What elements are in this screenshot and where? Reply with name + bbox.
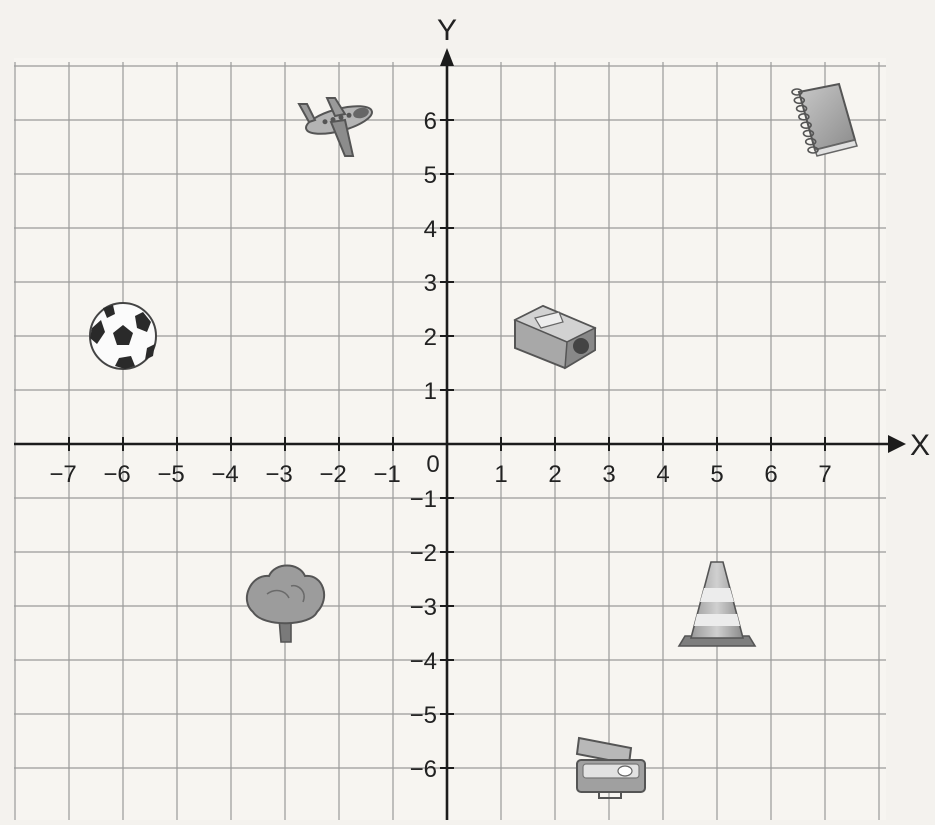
x-tick-label: 6 — [764, 461, 777, 488]
y-tick-label: 5 — [424, 162, 437, 189]
plot-background — [14, 58, 886, 820]
x-tick-label: −2 — [319, 461, 346, 488]
x-tick-label: −4 — [211, 461, 238, 488]
x-tick-label: −3 — [265, 461, 292, 488]
y-tick-label: 3 — [424, 270, 437, 297]
y-tick-label: −3 — [410, 594, 437, 621]
y-tick-label: 6 — [424, 108, 437, 135]
x-tick-label: −1 — [373, 461, 400, 488]
y-tick-label: −1 — [410, 486, 437, 513]
x-tick-label: 1 — [494, 461, 507, 488]
x-axis-label: X — [910, 429, 930, 462]
x-tick-label: 2 — [548, 461, 561, 488]
y-tick-label: −2 — [410, 540, 437, 567]
x-tick-label: −6 — [103, 461, 130, 488]
y-tick-label: 1 — [424, 378, 437, 405]
x-tick-label: 4 — [656, 461, 669, 488]
y-tick-label: 4 — [424, 216, 437, 243]
y-tick-label: −5 — [410, 702, 437, 729]
soccer-ball-icon — [90, 303, 156, 369]
y-axis-arrow — [440, 48, 454, 66]
x-tick-label: −5 — [157, 461, 184, 488]
y-axis-label: Y — [437, 14, 457, 47]
x-tick-label: −7 — [49, 461, 76, 488]
x-tick-label: 7 — [818, 461, 831, 488]
y-tick-label: 2 — [424, 324, 437, 351]
x-tick-label: 5 — [710, 461, 723, 488]
x-axis-arrow — [888, 435, 906, 453]
y-tick-label: −4 — [410, 648, 437, 675]
y-tick-label: −6 — [410, 756, 437, 783]
x-tick-label: 3 — [602, 461, 615, 488]
origin-label: 0 — [426, 451, 439, 478]
